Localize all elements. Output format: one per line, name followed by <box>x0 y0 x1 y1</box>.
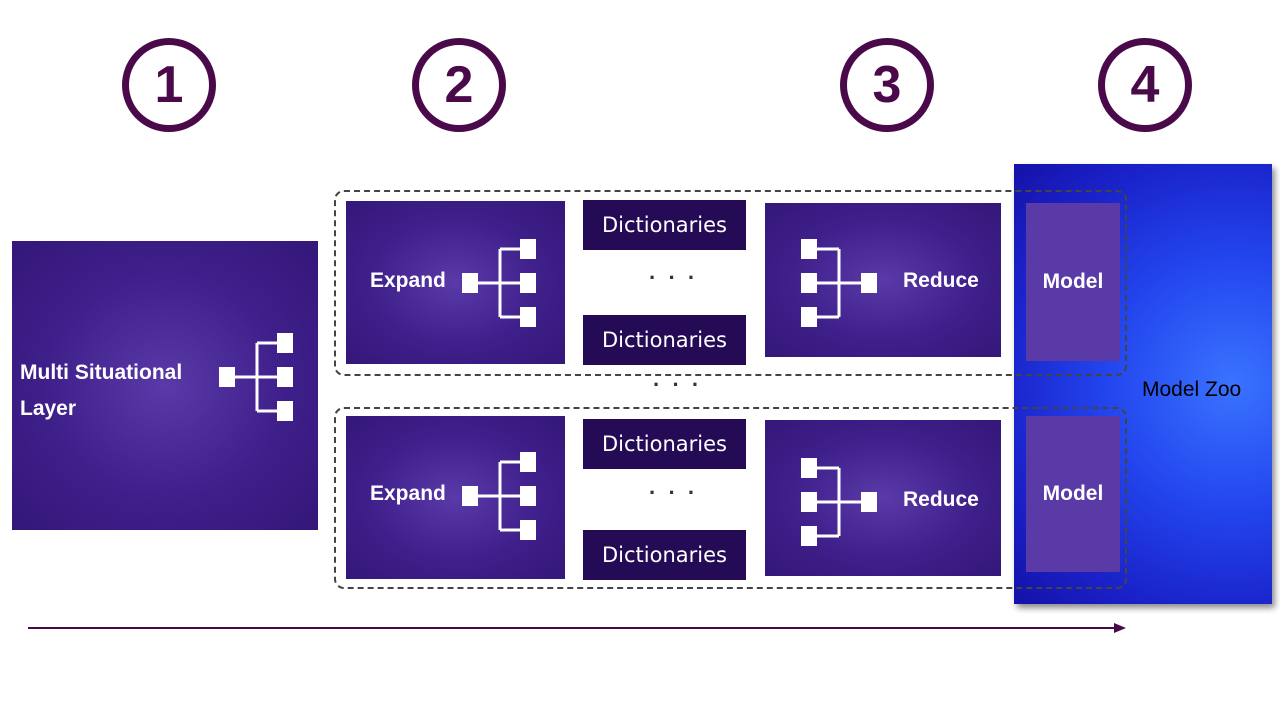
reduce-label-top: Reduce <box>903 269 979 292</box>
reduce-label-bottom: Reduce <box>903 488 979 511</box>
expand-panel-bottom: Expand <box>346 416 565 579</box>
expand-label-bottom: Expand <box>370 482 446 505</box>
step-1-marker: 1 <box>122 38 216 132</box>
expand-tree-icon <box>219 333 293 421</box>
expand-label-top: Expand <box>370 269 446 292</box>
reduce-tree-icon <box>801 458 877 546</box>
expand-panel-top: Expand <box>346 201 565 364</box>
pipeline-group-bottom <box>334 407 1127 589</box>
dictionaries-box: Dictionaries <box>583 200 746 250</box>
dictionaries-ellipsis: · · · <box>649 480 699 505</box>
dictionaries-box: Dictionaries <box>583 530 746 580</box>
step-2-marker: 2 <box>412 38 506 132</box>
step-4-marker: 4 <box>1098 38 1192 132</box>
step-3-marker: 3 <box>840 38 934 132</box>
multi-situational-layer-label: Multi Situational Layer <box>20 361 183 420</box>
model-zoo-label: Model Zoo <box>1142 378 1242 401</box>
pipelines-ellipsis: · · · <box>653 372 703 397</box>
timeline-arrow <box>28 623 1126 633</box>
expand-tree-icon <box>462 452 536 540</box>
dictionaries-box: Dictionaries <box>583 419 746 469</box>
dictionaries-ellipsis: · · · <box>649 265 699 290</box>
multi-situational-layer-panel: Multi Situational Layer <box>12 241 318 530</box>
dictionaries-box: Dictionaries <box>583 315 746 365</box>
model-box-top: Model <box>1026 203 1120 361</box>
reduce-panel-bottom: Reduce <box>765 420 1001 576</box>
reduce-panel-top: Reduce <box>765 203 1001 357</box>
reduce-tree-icon <box>801 239 877 327</box>
pipeline-group-top <box>334 190 1127 376</box>
expand-tree-icon <box>462 239 536 327</box>
model-box-bottom: Model <box>1026 416 1120 572</box>
